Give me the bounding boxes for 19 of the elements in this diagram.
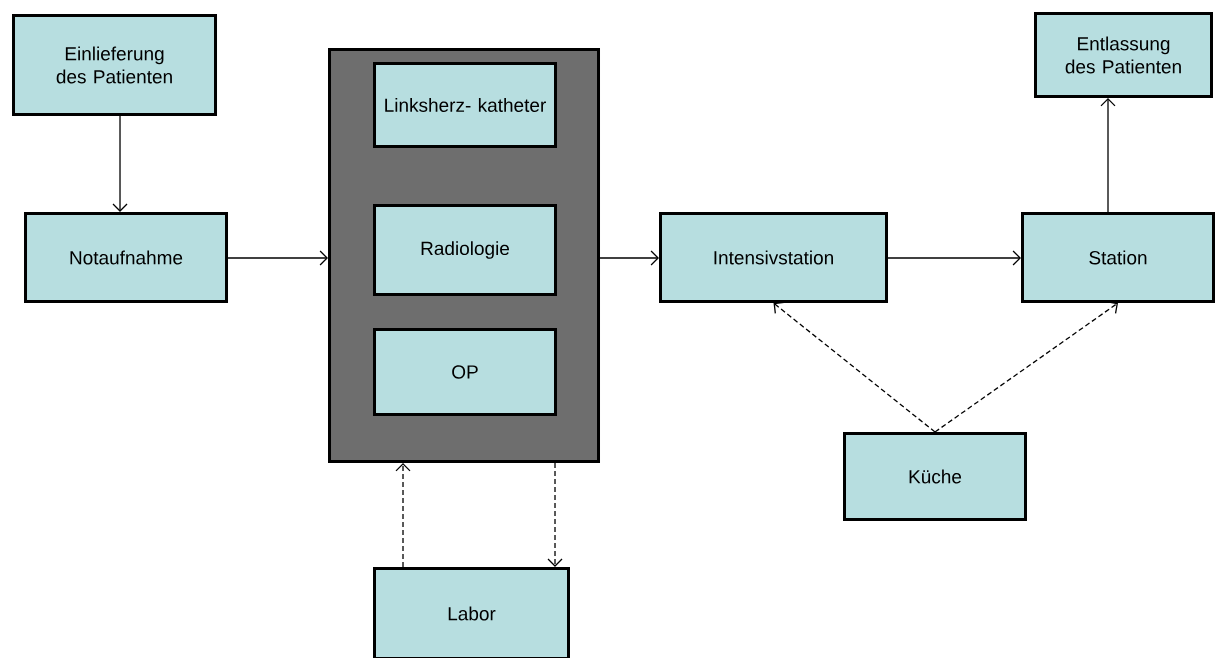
arrow — [599, 250, 659, 266]
process-box: Intensivstation — [659, 212, 888, 303]
process-box: Küche — [843, 432, 1027, 521]
arrow — [773, 301, 936, 433]
arrow — [1100, 98, 1116, 213]
arrow — [112, 115, 128, 212]
process-box: Radiologie — [373, 204, 557, 296]
process-box: Station — [1021, 212, 1215, 303]
process-box: Notaufnahme — [24, 212, 228, 303]
arrow — [547, 462, 563, 567]
arrow — [934, 301, 1118, 433]
process-box: Entlassung des Patienten — [1034, 12, 1213, 98]
process-box: Labor — [373, 567, 570, 658]
arrow — [887, 250, 1021, 266]
process-box: Linksherz- katheter — [373, 62, 557, 148]
process-box: Einlieferung des Patienten — [12, 14, 217, 116]
arrow — [395, 463, 411, 568]
process-box: OP — [373, 328, 557, 416]
arrow — [227, 250, 328, 266]
